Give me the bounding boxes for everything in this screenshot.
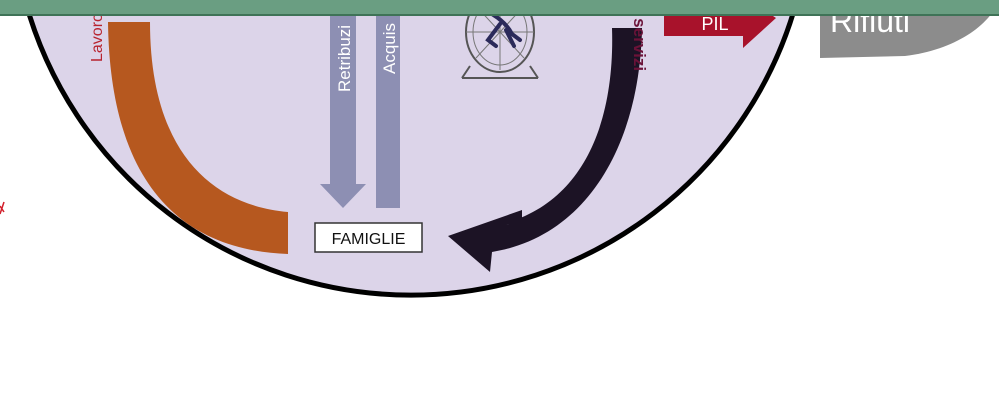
famiglie-box <box>314 222 423 253</box>
acquisti-arrow <box>376 0 400 208</box>
beni-servizi-arrow <box>448 28 642 272</box>
retribuzioni-label: Retribuzi <box>335 25 354 92</box>
acquisti-label: Acquis <box>380 23 399 74</box>
lavoro-arc <box>108 22 288 254</box>
lavoro-label: Lavoro <box>89 13 106 62</box>
red-tick-mark <box>0 201 5 215</box>
famiglie-label: FAMIGLIE <box>332 231 406 248</box>
retribuzioni-arrow <box>320 0 366 208</box>
beni-servizi-label: e servizi <box>630 4 649 71</box>
pil-label: PIL <box>701 14 728 34</box>
top-window-bar <box>0 0 999 16</box>
